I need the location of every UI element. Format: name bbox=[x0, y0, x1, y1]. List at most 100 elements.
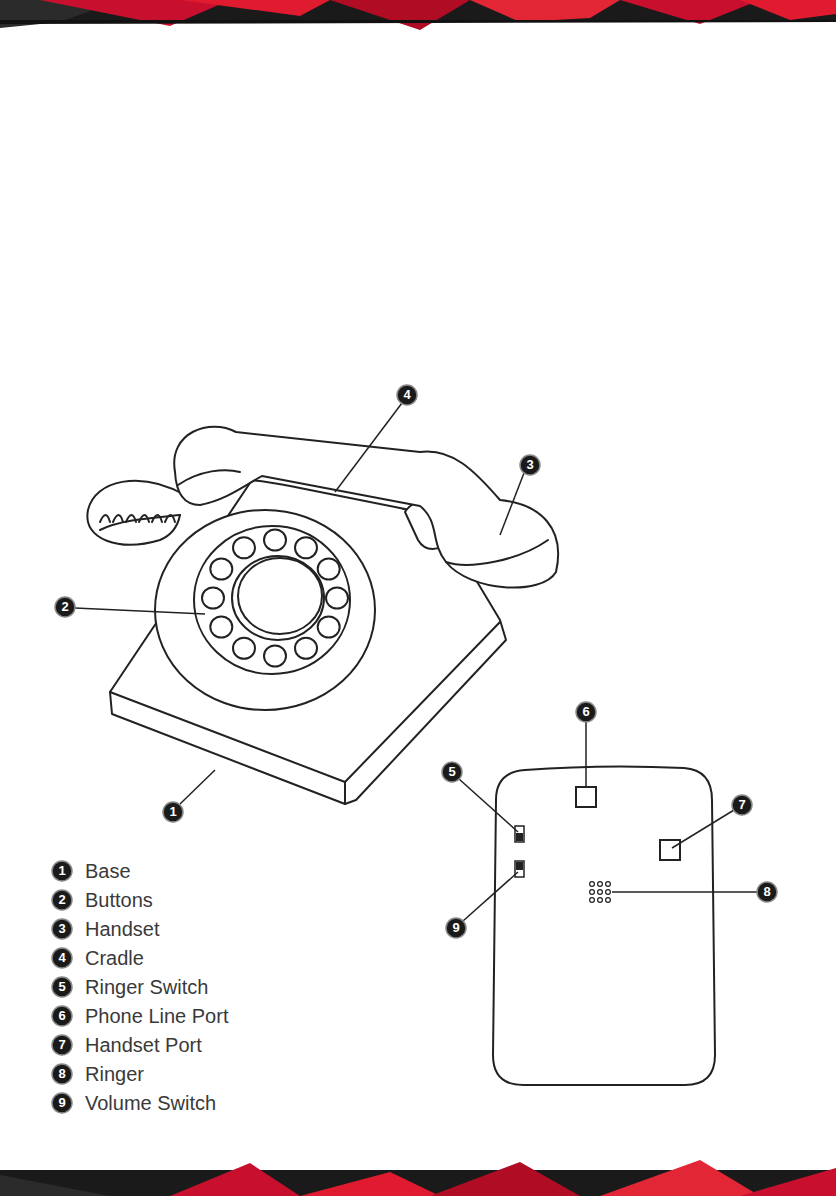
part-name: Buttons bbox=[85, 888, 153, 912]
ringer-hole bbox=[598, 890, 603, 895]
part-name: Cradle bbox=[85, 946, 144, 970]
callout-circle bbox=[52, 919, 72, 939]
callout-circle bbox=[52, 861, 72, 881]
telephone-drawing bbox=[87, 427, 558, 804]
callout-number: 3 bbox=[520, 455, 540, 475]
leader-line bbox=[463, 872, 518, 921]
callout-number: 4 bbox=[52, 948, 72, 968]
callout-circle bbox=[52, 1064, 72, 1084]
bottom-band bbox=[0, 1160, 836, 1196]
leader-line bbox=[335, 403, 402, 492]
volume-switch bbox=[515, 861, 524, 877]
callout-circle bbox=[52, 977, 72, 997]
callout-number: 7 bbox=[732, 795, 752, 815]
callout-circle bbox=[520, 455, 540, 475]
top-band bbox=[0, 0, 836, 30]
dial-button bbox=[210, 559, 232, 580]
leader-line bbox=[585, 722, 587, 787]
callout-circle bbox=[55, 597, 75, 617]
ringer-hole bbox=[606, 882, 611, 887]
cord-coil bbox=[100, 515, 175, 522]
ringer-hole bbox=[590, 898, 595, 903]
dial-button bbox=[326, 588, 348, 609]
button-ring bbox=[202, 530, 348, 667]
callout-circle bbox=[732, 795, 752, 815]
leader-line bbox=[459, 779, 518, 832]
callout-number: 7 bbox=[52, 1035, 72, 1055]
ringer-hole bbox=[598, 898, 603, 903]
part-name: Base bbox=[85, 859, 131, 883]
dial-button bbox=[233, 638, 255, 659]
callout-circle bbox=[446, 918, 466, 938]
callout-number: 1 bbox=[52, 861, 72, 881]
callout-circle bbox=[163, 802, 183, 822]
callout-circle bbox=[52, 1093, 72, 1113]
dial-center bbox=[232, 556, 324, 640]
leader-line bbox=[500, 473, 524, 535]
callout-circle bbox=[52, 948, 72, 968]
dial-button bbox=[295, 638, 317, 659]
part-name: Ringer bbox=[85, 1062, 144, 1086]
dial-button bbox=[264, 646, 286, 667]
callout-number: 5 bbox=[442, 762, 462, 782]
dial-button bbox=[233, 537, 255, 558]
callout-number: 9 bbox=[446, 918, 466, 938]
dial-ring bbox=[194, 526, 350, 674]
dial-button bbox=[295, 537, 317, 558]
callout-number: 3 bbox=[52, 919, 72, 939]
handset-cord bbox=[100, 515, 180, 530]
callout-number: 2 bbox=[55, 597, 75, 617]
callout-number: 9 bbox=[52, 1093, 72, 1113]
ringer-holes bbox=[590, 882, 611, 903]
part-name: Ringer Switch bbox=[85, 975, 208, 999]
handset-cord bbox=[87, 481, 185, 545]
leader-lines bbox=[75, 403, 757, 921]
callout-circle bbox=[397, 385, 417, 405]
callout-number: 2 bbox=[52, 890, 72, 910]
part-name: Phone Line Port bbox=[85, 1004, 228, 1028]
dial-button bbox=[264, 530, 286, 551]
callout-circle bbox=[52, 1006, 72, 1026]
dial-plate bbox=[155, 510, 375, 710]
callout-number: 6 bbox=[576, 702, 596, 722]
handset-mouthpiece bbox=[446, 540, 548, 565]
callout-circle bbox=[52, 1035, 72, 1055]
ringer-switch bbox=[515, 826, 524, 842]
ringer-hole bbox=[598, 882, 603, 887]
dial-button bbox=[318, 617, 340, 638]
handset-earpiece bbox=[178, 470, 240, 485]
callout-number: 8 bbox=[757, 882, 777, 902]
callout-circle bbox=[52, 890, 72, 910]
ringer-switch-knob bbox=[516, 833, 523, 841]
dial-button bbox=[210, 617, 232, 638]
callout-number: 5 bbox=[52, 977, 72, 997]
ringer-hole bbox=[606, 898, 611, 903]
callout-circle bbox=[757, 882, 777, 902]
back-panel-drawing bbox=[493, 766, 715, 1085]
part-name: Handset Port bbox=[85, 1033, 202, 1057]
part-name: Handset bbox=[85, 917, 160, 941]
callout-number: 8 bbox=[52, 1064, 72, 1084]
leader-line bbox=[612, 891, 757, 893]
cord-coil-loop bbox=[100, 515, 110, 522]
cord-coil-loop bbox=[113, 515, 123, 522]
leader-line bbox=[75, 608, 205, 614]
part-name: Volume Switch bbox=[85, 1091, 216, 1115]
dial-button bbox=[318, 559, 340, 580]
callout-circles bbox=[52, 385, 777, 1113]
ringer-hole bbox=[590, 890, 595, 895]
leader-line bbox=[672, 810, 734, 848]
handset-port bbox=[660, 840, 680, 860]
cord-coil-loop bbox=[165, 515, 175, 522]
back-panel bbox=[493, 766, 715, 1085]
dial-button bbox=[202, 588, 224, 609]
ringer-hole bbox=[590, 882, 595, 887]
dial-center bbox=[238, 558, 322, 634]
cord-coil-loop bbox=[139, 515, 149, 522]
base-front-edge bbox=[344, 782, 346, 804]
callout-circle bbox=[442, 762, 462, 782]
callout-number: 1 bbox=[163, 802, 183, 822]
callout-number: 4 bbox=[397, 385, 417, 405]
callout-number: 6 bbox=[52, 1006, 72, 1026]
ringer-hole bbox=[606, 890, 611, 895]
